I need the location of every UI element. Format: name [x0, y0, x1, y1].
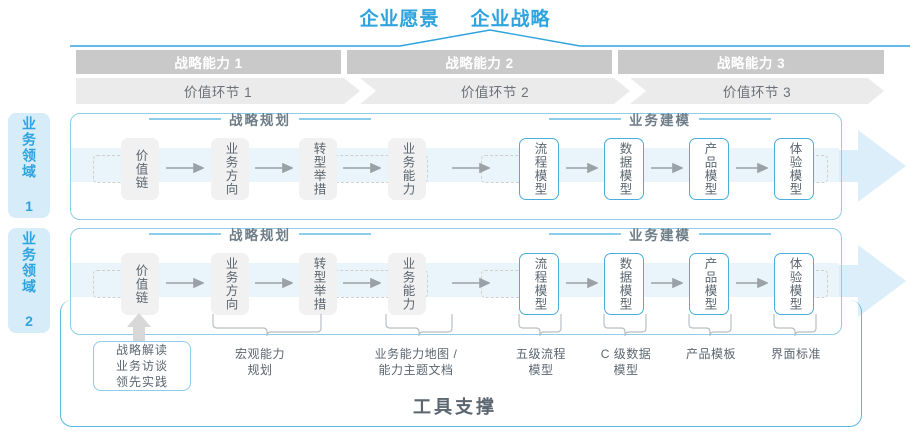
- tool-support-container: [60, 300, 862, 427]
- node-business-direction-2[interactable]: 业务方向: [211, 253, 249, 315]
- flow-arrow-icon: [736, 278, 768, 288]
- section-header-modeling-1: 业务建模: [510, 111, 810, 128]
- flow-arrow-icon: [255, 278, 293, 288]
- domain-label-2[interactable]: 业务领域 2: [8, 228, 50, 333]
- flow-arrow-icon: [566, 163, 598, 173]
- section-line-right: [299, 118, 371, 120]
- section-line-left: [149, 118, 221, 120]
- flow-arrow-icon: [566, 278, 598, 288]
- tool-item-process-model: 五级流程模型: [515, 347, 566, 377]
- tool-callout-line-3: 领先实践: [115, 375, 168, 389]
- node-transformation-2[interactable]: 转型举措: [299, 253, 337, 315]
- tool-item-product-template: 产品模板: [685, 347, 736, 361]
- flow-arrow-icon: [343, 278, 381, 288]
- tool-item-macro-capability: 宏观能力规划: [234, 347, 285, 377]
- header-titles: 企业愿景 企业战略: [0, 4, 910, 31]
- flow-arrow-icon: [452, 278, 490, 288]
- node-data-model-1[interactable]: 数据模型: [604, 138, 644, 200]
- flow-arrow-icon: [255, 163, 293, 173]
- section-line-left: [149, 233, 221, 235]
- section-header-planning-2: 战略规划: [110, 226, 410, 243]
- section-line-right: [699, 233, 771, 235]
- tool-callout-box[interactable]: 战略解读 业务访谈 领先实践: [93, 341, 191, 391]
- section-line-right: [299, 233, 371, 235]
- value-stage-2[interactable]: 价值环节 2: [360, 78, 630, 104]
- flow-arrow-icon: [651, 163, 683, 173]
- tool-up-arrow-icon: [127, 313, 151, 343]
- section-header-planning-1: 战略规划: [110, 111, 410, 128]
- flow-arrow-icon: [166, 163, 204, 173]
- node-experience-model-2[interactable]: 体验模型: [774, 253, 814, 315]
- flow-arrow-icon: [166, 278, 204, 288]
- tool-callout-line-1: 战略解读: [115, 343, 168, 357]
- node-business-capability-1[interactable]: 业务能力: [388, 138, 426, 200]
- capability-bar-row: 战略能力 1 战略能力 2 战略能力 3: [0, 50, 910, 74]
- flow-arrow-icon: [736, 163, 768, 173]
- capability-bar-3[interactable]: 战略能力 3: [618, 50, 884, 74]
- node-business-direction-1[interactable]: 业务方向: [211, 138, 249, 200]
- enterprise-strategy-title: 企业战略: [470, 9, 551, 30]
- section-line-right: [699, 118, 771, 120]
- value-stage-1[interactable]: 价值环节 1: [76, 78, 360, 104]
- tool-item-capability-map: 业务能力地图 /能力主题文档: [374, 347, 458, 377]
- tool-item-data-model: C 级数据模型: [600, 347, 652, 377]
- section-header-modeling-2: 业务建模: [510, 226, 810, 243]
- flow-arrow-icon: [452, 163, 490, 173]
- value-stage-row: 价值环节 1 价值环节 2 价值环节 3: [0, 78, 910, 104]
- capability-bar-1[interactable]: 战略能力 1: [76, 50, 341, 74]
- node-transformation-1[interactable]: 转型举措: [299, 138, 337, 200]
- tool-item-ui-standard: 界面标准: [770, 347, 821, 361]
- node-product-model-1[interactable]: 产品模型: [689, 138, 729, 200]
- flow-arrow-icon: [343, 163, 381, 173]
- tool-callout-line-2: 业务访谈: [115, 359, 168, 373]
- value-stage-3[interactable]: 价值环节 3: [630, 78, 884, 104]
- peak-connector-line: [70, 29, 910, 47]
- node-business-capability-2[interactable]: 业务能力: [388, 253, 426, 315]
- capability-bar-2[interactable]: 战略能力 2: [347, 50, 612, 74]
- tool-brace-connectors: [212, 314, 817, 337]
- enterprise-vision-title: 企业愿景: [359, 9, 440, 30]
- node-value-chain-2[interactable]: 价值链: [121, 253, 159, 315]
- node-experience-model-1[interactable]: 体验模型: [774, 138, 814, 200]
- node-product-model-2[interactable]: 产品模型: [689, 253, 729, 315]
- tool-support-title: 工具支撑: [413, 397, 497, 417]
- node-value-chain-1[interactable]: 价值链: [121, 138, 159, 200]
- node-process-model-2[interactable]: 流程模型: [519, 253, 559, 315]
- section-line-left: [549, 118, 621, 120]
- node-data-model-2[interactable]: 数据模型: [604, 253, 644, 315]
- flow-arrow-icon: [651, 278, 683, 288]
- node-process-model-1[interactable]: 流程模型: [519, 138, 559, 200]
- section-line-left: [549, 233, 621, 235]
- domain-label-1[interactable]: 业务领域 1: [8, 113, 50, 218]
